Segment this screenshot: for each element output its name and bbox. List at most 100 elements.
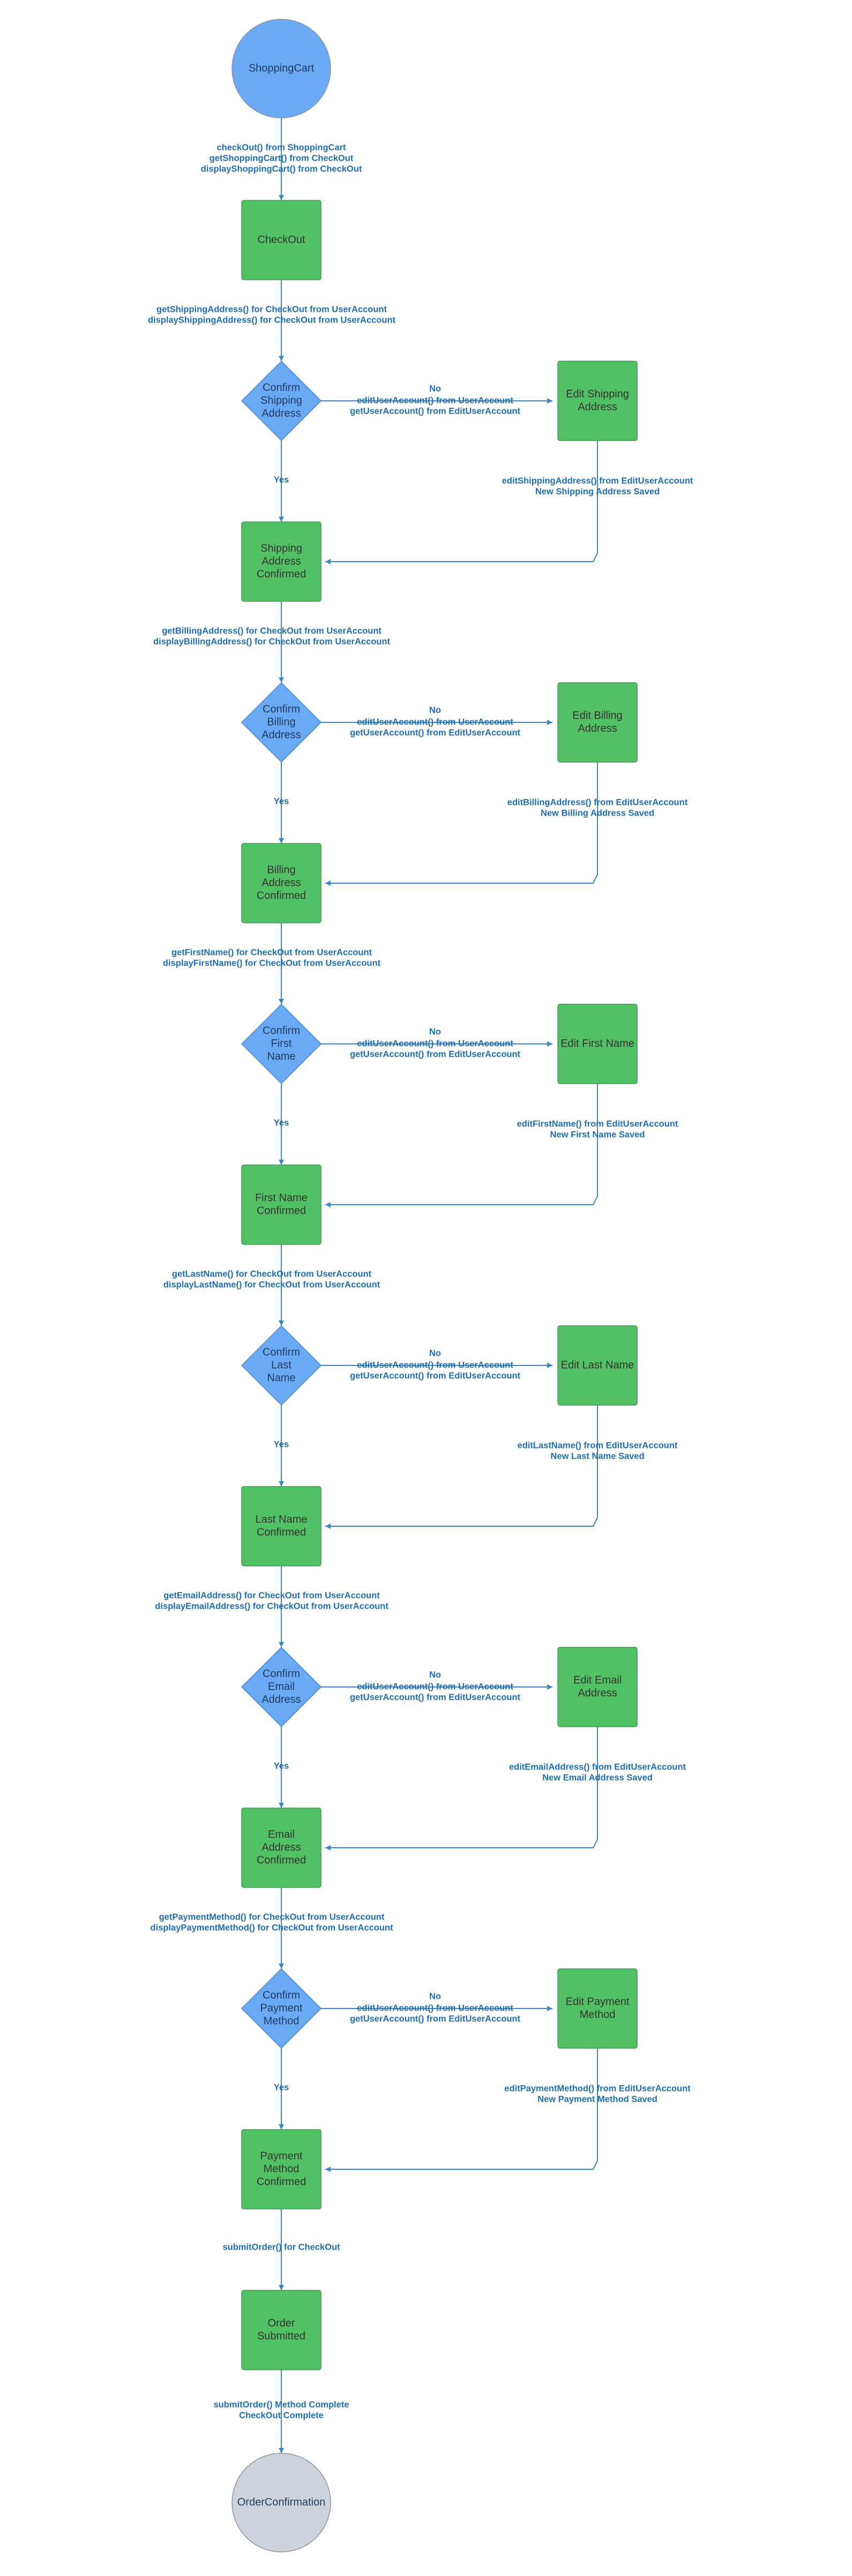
step-3-confirmed-node-label: First Name <box>255 1192 308 1204</box>
step-5-edit-node: Edit EmailAddress <box>557 1647 638 1727</box>
step-3-edge-label-no-calls: getUserAccount() from EditUserAccount <box>350 1049 521 1059</box>
step-1-edit-node-label: Edit Shipping <box>566 388 629 400</box>
step-5-edge-label-no-calls: getUserAccount() from EditUserAccount <box>350 1692 521 1702</box>
step-2-edge-label-no-calls: getUserAccount() from EditUserAccount <box>350 728 521 737</box>
step-1-decision-label: Address <box>261 407 301 419</box>
step-4-edge-label-fetch: getLastName() for CheckOut from UserAcco… <box>172 1269 372 1279</box>
step-4-confirmed-node-label: Last Name <box>256 1513 308 1525</box>
step-3-edge-label-no: No <box>429 1027 441 1036</box>
step-3-edge-label-fetch: getFirstName() for CheckOut from UserAcc… <box>171 947 372 957</box>
step-6-confirmed-node-shape <box>241 2129 322 2209</box>
step-6-confirmed-node-label: Confirmed <box>257 2176 306 2187</box>
step-2-edge-label-yes: Yes <box>274 796 289 806</box>
step-6-edit-node-shape <box>557 1968 638 2049</box>
step-1-confirmed-node-label: Shipping <box>260 542 302 554</box>
step-3-edge-label-saved: editFirstName() from EditUserAccount <box>517 1119 678 1129</box>
step-1-edge-label-saved: editShippingAddress() from EditUserAccou… <box>502 476 693 486</box>
step-6-decision-label: Confirm <box>263 1989 300 2001</box>
step-2-edge-label-fetch: getBillingAddress() for CheckOut from Us… <box>162 626 382 636</box>
step-5-decision-label: Email <box>268 1681 295 1692</box>
step-2-confirmed-node-label: Address <box>261 877 301 888</box>
step-5-connector-saved <box>325 1727 598 1850</box>
step-4-edge-label-no: No <box>429 1348 441 1358</box>
step-4-decision-label: Last <box>271 1359 292 1371</box>
start-node-shoppingcart: ShoppingCart <box>231 19 331 118</box>
step-1-edge-label-no-calls: getUserAccount() from EditUserAccount <box>350 406 521 416</box>
step-5-edit-node-label: Address <box>578 1687 617 1699</box>
edge-label-submit: submitOrder() for CheckOut <box>222 2242 340 2252</box>
step-1-edge-label-fetch: displayShippingAddress() for CheckOut fr… <box>148 315 396 325</box>
step-2-edge-label-no: No <box>429 705 441 715</box>
step-3-edge-label-yes: Yes <box>274 1118 289 1128</box>
step-6-edge-label-yes: Yes <box>274 2082 289 2092</box>
step-1-edge-label-yes: Yes <box>274 475 289 484</box>
order-submitted-node-label: Submitted <box>257 2330 305 2342</box>
step-6-edit-node-label: Method <box>580 2008 616 2020</box>
step-3-decision-label: First <box>271 1037 292 1049</box>
step-3-edge-label-fetch: displayFirstName() for CheckOut from Use… <box>163 958 381 968</box>
step-3-edge-label-saved: New First Name Saved <box>550 1130 645 1139</box>
step-6-connector-saved <box>325 2048 598 2172</box>
order-submitted-node-label: Order <box>267 2317 295 2329</box>
step-4-edge-label-no-calls: getUserAccount() from EditUserAccount <box>350 1371 521 1380</box>
step-1-confirmed-node-label: Confirmed <box>257 568 306 580</box>
step-6-edit-node-label: Edit Payment <box>566 1996 630 2007</box>
step-1-edit-node: Edit ShippingAddress <box>557 361 638 441</box>
step-2-decision-shape <box>241 682 322 763</box>
step-6-edge-label-saved: New Payment Method Saved <box>537 2094 657 2104</box>
step-2-connector-saved <box>325 762 598 886</box>
step-2-edge-label-fetch: displayBillingAddress() for CheckOut fro… <box>153 637 390 646</box>
step-5-edge-label-saved: editEmailAddress() from EditUserAccount <box>509 1762 686 1772</box>
step-4-confirmed-node-label: Confirmed <box>257 1526 306 1538</box>
step-3-edit-node: Edit First Name <box>557 1004 638 1084</box>
step-5-decision-shape <box>241 1646 322 1728</box>
step-5-edge-label-fetch: displayEmailAddress() for CheckOut from … <box>155 1601 388 1611</box>
step-5-decision-label: Address <box>261 1693 301 1705</box>
step-4-connector-saved <box>325 1405 598 1529</box>
step-6-edge-label-saved: editPaymentMethod() from EditUserAccount <box>504 2084 691 2093</box>
step-5-edge-label-yes: Yes <box>274 1761 289 1771</box>
edge-label-complete: submitOrder() Method Complete <box>213 2400 349 2409</box>
step-4-edit-node: Edit Last Name <box>557 1325 638 1406</box>
step-3-edit-node-shape <box>557 1004 638 1084</box>
step-4-edge-label-yes: Yes <box>274 1439 289 1449</box>
step-4-confirmed-node-shape <box>241 1486 322 1566</box>
start-node-shoppingcart-label: ShoppingCart <box>249 62 315 74</box>
step-5-edge-label-no: No <box>429 1670 441 1679</box>
step-6-confirmed-node-label: Payment <box>260 2150 303 2162</box>
step-1-confirmed-node-label: Address <box>261 555 301 567</box>
step-4-edit-node-label: Edit Last Name <box>561 1359 634 1371</box>
step-3-edge-label-no-calls: editUserAccount() from UserAccount <box>357 1039 513 1048</box>
step-6-decision-shape <box>241 1968 322 2049</box>
nodes: ShoppingCartCheckOutConfirmShippingAddre… <box>231 19 638 2552</box>
step-2-decision-label: Confirm <box>263 703 300 715</box>
step-2-edit-node-shape <box>557 682 638 763</box>
step-3-decision-shape <box>241 1003 322 1085</box>
step-3-decision-label: Confirm <box>263 1025 300 1036</box>
end-node-orderconfirmation-label: OrderConfirmation <box>237 2496 326 2508</box>
edge-label-to-checkout: getShoppingCart() from CheckOut <box>210 153 354 163</box>
step-6-edge-label-no-calls: getUserAccount() from EditUserAccount <box>350 2014 521 2024</box>
edge-label-to-checkout: checkOut() from ShoppingCart <box>216 143 346 152</box>
step-1-edge-label-no-calls: editUserAccount() from UserAccount <box>357 395 513 405</box>
step-4-edge-label-saved: editLastName() from EditUserAccount <box>518 1440 678 1450</box>
step-6-edge-label-fetch: getPaymentMethod() for CheckOut from Use… <box>159 1912 385 1922</box>
step-1-edge-label-saved: New Shipping Address Saved <box>535 487 660 496</box>
step-1-decision-label: Shipping <box>260 394 302 406</box>
edge-labels: checkOut() from ShoppingCartgetShoppingC… <box>148 143 693 2420</box>
step-2-confirmed-node-label: Confirmed <box>257 890 306 901</box>
step-1-decision-label: Confirm <box>263 382 300 393</box>
checkout-node-shape <box>241 200 322 280</box>
connectors <box>279 118 598 2453</box>
step-5-edit-node-shape <box>557 1647 638 1727</box>
step-2-decision-label: Billing <box>267 716 295 728</box>
